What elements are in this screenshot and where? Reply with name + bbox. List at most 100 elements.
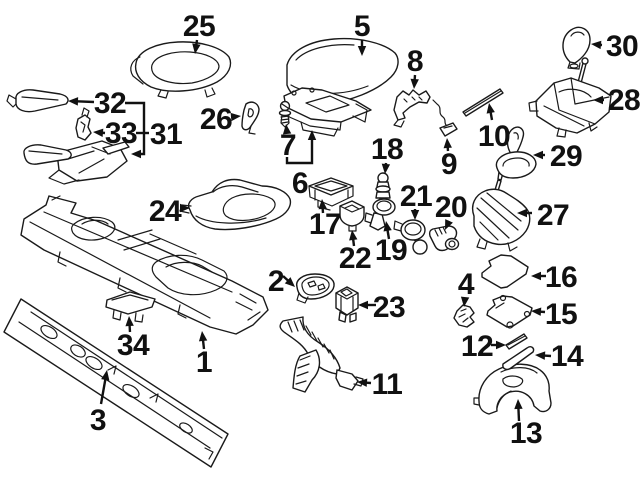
arrowhead [230,112,241,122]
part-17-shape [308,177,354,211]
arrowhead [533,150,543,160]
arrowhead [517,208,527,218]
callout-layer: 1234567891011121314151617181920212223242… [68,10,640,450]
callout-4: 4 [458,268,475,307]
part-number-32: 32 [94,87,126,120]
part-22-shape [339,200,365,232]
callout-7: 7 [280,124,297,162]
leader-line [285,139,314,165]
callout-29: 29 [533,140,583,173]
arrowhead [410,78,419,89]
arrowhead [125,316,134,327]
part-16-shape [481,254,529,289]
part-30-shape [562,26,591,70]
leader-line [489,111,494,121]
part-number-7: 7 [280,129,296,162]
part-1-shape [20,195,269,335]
part-number-9: 9 [441,148,457,181]
part-number-22: 22 [339,242,371,275]
arrowhead [318,199,327,210]
part-21-shape [393,219,428,255]
arrowhead [349,230,358,241]
part-26-shape [241,101,260,135]
part-32-shape [6,89,69,113]
part-number-31: 31 [150,118,182,151]
callout-34: 34 [117,316,150,362]
part-23-shape [335,286,359,323]
callout-17: 17 [309,199,342,241]
part-shapes [3,26,612,468]
arrowhead [357,46,367,56]
arrowhead [535,351,546,360]
part-31-shape [23,140,130,185]
callout-13: 13 [510,399,543,450]
callout-3: 3 [90,370,110,437]
callout-28: 28 [593,84,640,117]
arrowhead [307,130,317,140]
callout-32: 32 [68,87,127,120]
callout-10: 10 [478,103,511,153]
part-number-1: 1 [196,346,212,379]
callout-22: 22 [339,230,372,275]
leader-line [517,407,521,422]
arrowhead [381,163,391,174]
part-number-13: 13 [510,417,542,450]
part-number-34: 34 [117,329,150,362]
callout-16: 16 [531,261,578,294]
leader-line [125,101,146,156]
arrowhead [282,124,292,135]
callout-14: 14 [535,340,584,373]
arrowhead [93,128,104,138]
callout-24: 24 [149,195,190,228]
part-number-27: 27 [537,199,569,232]
arrowhead [531,271,541,281]
part-number-33: 33 [105,117,137,150]
part-20-shape [428,225,460,252]
arrowhead [514,399,523,410]
callout-21: 21 [400,180,433,220]
arrowhead [443,138,452,149]
part-number-18: 18 [371,133,403,166]
arrowhead [198,331,208,342]
leader-line [99,378,107,405]
callout-20: 20 [435,191,468,230]
arrowhead [101,370,110,381]
part-14-shape [502,346,535,371]
part-13-shape [473,363,552,415]
part-9-shape [432,99,458,137]
part-29-shape [495,126,537,179]
part-number-30: 30 [606,30,638,63]
part-24-shape [179,178,292,231]
part-33-shape [75,107,92,141]
part-28-shape [528,57,612,138]
arrowhead [180,203,190,213]
callout-12: 12 [461,330,506,363]
arrowhead [486,103,495,114]
callout-31: 31 [125,101,183,159]
part-number-14: 14 [551,340,584,373]
part-3-shape [3,298,229,468]
part-number-15: 15 [545,298,577,331]
part-number-29: 29 [550,140,582,173]
part-number-26: 26 [200,103,232,136]
callout-5: 5 [354,10,371,56]
arrowhead [284,277,295,287]
arrowhead [383,221,392,232]
arrowhead [460,296,470,307]
part-2-shape [296,273,335,304]
callout-27: 27 [517,199,570,232]
callout-18: 18 [371,133,404,174]
callout-1: 1 [196,331,213,379]
leader-line [282,275,290,282]
part-number-10: 10 [478,120,510,153]
leader-line [351,238,356,247]
part-number-5: 5 [354,10,370,43]
arrowhead [357,378,368,387]
leader-line [386,229,391,240]
arrowhead [531,307,542,316]
leader-line [201,339,206,350]
part-4-shape [453,304,475,328]
callout-23: 23 [358,291,406,324]
callout-11: 11 [357,368,403,401]
callout-6: 6 [285,130,317,200]
